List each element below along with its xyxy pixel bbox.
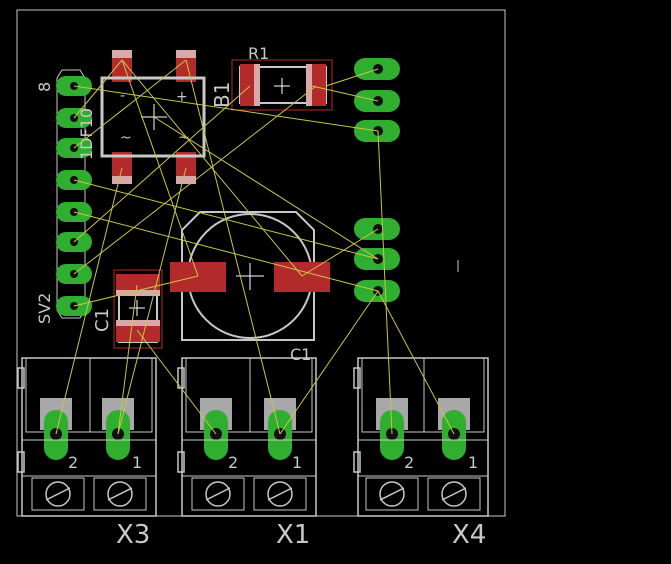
r1-label: R1 xyxy=(248,44,269,63)
bridge-minus-label: - xyxy=(120,88,125,104)
right-pads-top xyxy=(354,58,400,142)
capacitor-c1-small: C1 xyxy=(92,269,163,349)
x4-pin2-label: 2 xyxy=(404,453,414,472)
c1-top-label: C1 xyxy=(92,308,113,332)
airwires xyxy=(55,59,455,435)
x4-pin1-label: 1 xyxy=(468,453,478,472)
resistor-r1: R1 xyxy=(231,44,333,111)
sv2-header-outline xyxy=(56,69,86,319)
pin-top-rotated-label: 1DF10 xyxy=(77,108,96,160)
bridge-rectifier-b1: - + ~ ~ B1 xyxy=(100,50,234,184)
x3-pin2-label: 2 xyxy=(68,453,78,472)
bridge-ac-label-right: ~ xyxy=(178,130,190,146)
x4-label: X4 xyxy=(452,520,486,550)
right-pads-bottom xyxy=(354,218,400,302)
terminal-block-x1: 2 1 X1 xyxy=(177,357,317,550)
x3-label: X3 xyxy=(116,520,150,550)
pin8-label: 8 xyxy=(35,82,54,92)
terminal-block-x3: 2 1 X3 xyxy=(17,357,157,550)
x1-label: X1 xyxy=(276,520,310,550)
c1-bottom-label: C1 xyxy=(290,345,311,364)
bridge-plus-label: + xyxy=(176,89,188,105)
x1-pin1-label: 1 xyxy=(292,453,302,472)
x1-pin2-label: 2 xyxy=(228,453,238,472)
bridge-ac-label-left: ~ xyxy=(120,130,132,146)
x3-pin1-label: 1 xyxy=(132,453,142,472)
terminal-block-x4: 2 1 X4 xyxy=(353,357,489,550)
sv2-label: SV2 xyxy=(35,293,54,324)
capacitor-c1-large: C1 xyxy=(170,211,330,364)
